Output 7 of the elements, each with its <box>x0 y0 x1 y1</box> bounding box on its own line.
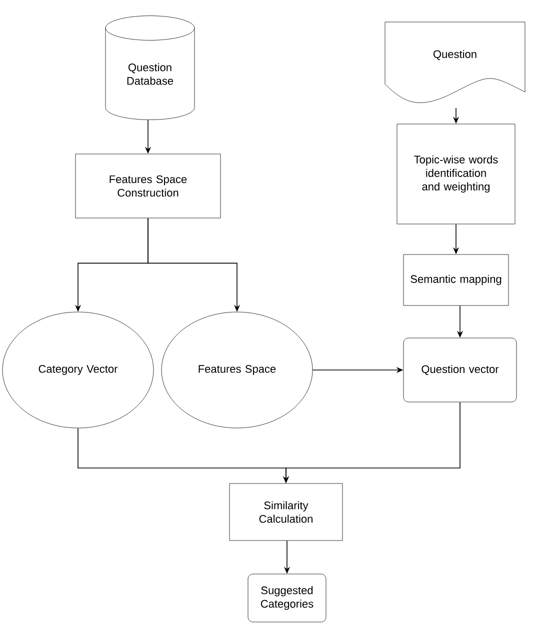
process-box: Features Space Construction <box>75 154 221 218</box>
database-cylinder: Question Database <box>105 16 195 120</box>
process-box: Similarity Calculation <box>229 483 343 541</box>
process-box: Semantic mapping <box>403 254 509 306</box>
rounded-box: Suggested Categories <box>248 574 326 622</box>
process-box: Topic-wise words identification and weighting <box>396 124 516 224</box>
rounded-box: Question vector <box>403 338 517 402</box>
